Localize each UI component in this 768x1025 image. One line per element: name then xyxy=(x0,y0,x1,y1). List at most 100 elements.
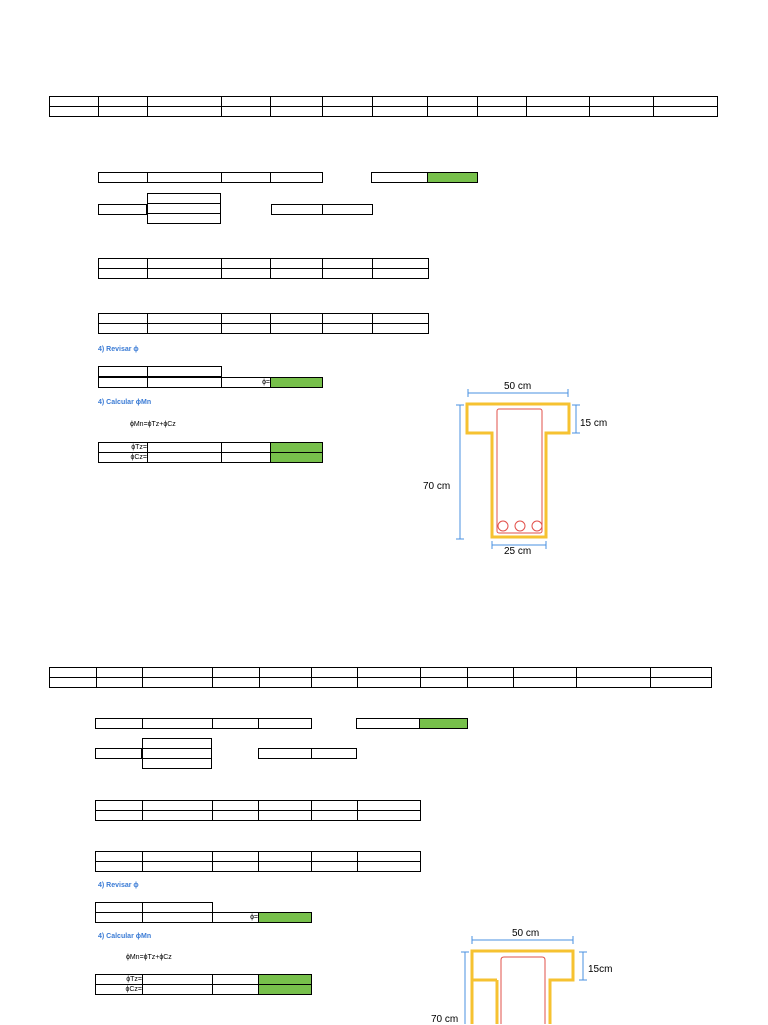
table-cell xyxy=(357,851,421,862)
total-height-label: 70 cm xyxy=(423,481,451,492)
table-row xyxy=(258,748,357,759)
table-cell xyxy=(212,800,259,811)
table-cell xyxy=(372,258,429,269)
table-cell xyxy=(311,667,358,678)
table-cell xyxy=(142,667,213,678)
table-row xyxy=(95,748,142,759)
table-cell xyxy=(322,313,373,324)
table-row xyxy=(142,758,212,769)
flange-width-label: 50 cm xyxy=(504,381,532,392)
table-cell xyxy=(221,258,271,269)
table-cell xyxy=(311,851,358,862)
phi-tz-result-cell xyxy=(270,442,323,453)
table-cell xyxy=(212,984,259,995)
table-row xyxy=(49,96,718,107)
table-cell xyxy=(95,851,143,862)
table-cell xyxy=(98,106,148,117)
table-cell xyxy=(322,258,373,269)
table-cell xyxy=(270,106,323,117)
table-cell xyxy=(576,677,651,688)
table-row xyxy=(356,718,468,729)
table-cell xyxy=(259,667,312,678)
table-row xyxy=(98,366,222,377)
table-cell xyxy=(653,96,718,107)
table-cell xyxy=(142,758,212,769)
table-row xyxy=(142,748,212,759)
table-row xyxy=(147,213,221,224)
s1-calc-table-b xyxy=(98,313,429,334)
table-cell xyxy=(98,377,148,388)
s2-result-table-a xyxy=(356,718,468,729)
table-cell xyxy=(372,106,428,117)
table-cell xyxy=(526,96,590,107)
table-cell xyxy=(221,268,271,279)
table-cell xyxy=(357,800,421,811)
table-cell xyxy=(270,313,323,324)
phi-tz-label: ɸTz= xyxy=(98,442,148,453)
table-row xyxy=(98,172,323,183)
s2-summary-table xyxy=(49,667,712,688)
table-cell xyxy=(147,452,222,463)
table-cell xyxy=(477,96,527,107)
table-cell xyxy=(420,667,468,678)
table-cell xyxy=(98,96,148,107)
table-cell xyxy=(259,677,312,688)
table-cell xyxy=(147,172,222,183)
table-cell xyxy=(372,313,429,324)
table-cell xyxy=(311,861,358,872)
table-cell xyxy=(49,96,99,107)
table-cell xyxy=(212,810,259,821)
table-row: ɸTz= xyxy=(98,442,323,453)
table-cell xyxy=(650,677,712,688)
table-cell xyxy=(98,172,148,183)
table-cell xyxy=(357,810,421,821)
s1-phi-table-top xyxy=(98,366,222,377)
table-cell xyxy=(311,800,358,811)
table-row xyxy=(147,193,221,204)
table-cell xyxy=(221,442,271,453)
table-cell xyxy=(142,974,213,985)
table-row xyxy=(98,204,147,215)
flange-thickness-label: 15cm xyxy=(588,964,613,975)
table-cell xyxy=(95,902,143,913)
table-cell xyxy=(49,677,97,688)
table-cell xyxy=(371,172,428,183)
result-cell xyxy=(427,172,478,183)
table-row xyxy=(271,204,373,215)
table-row xyxy=(98,313,429,324)
table-cell xyxy=(212,667,260,678)
table-cell xyxy=(258,800,312,811)
s1-phimn-table: ɸTz= ɸCz= xyxy=(98,442,323,463)
table-cell xyxy=(653,106,718,117)
table-cell xyxy=(589,96,654,107)
flange-thickness-label: 15 cm xyxy=(580,418,608,429)
table-cell xyxy=(212,851,259,862)
table-cell xyxy=(427,106,478,117)
table-cell xyxy=(311,810,358,821)
table-cell xyxy=(513,677,577,688)
phi-result-cell xyxy=(258,912,312,923)
table-cell xyxy=(322,96,373,107)
phi-cz-result-cell xyxy=(258,984,312,995)
table-cell xyxy=(98,258,148,269)
table-cell xyxy=(147,193,221,204)
s1-result-table-a xyxy=(371,172,478,183)
table-row xyxy=(98,268,429,279)
table-cell xyxy=(270,268,323,279)
table-cell xyxy=(98,313,148,324)
table-cell xyxy=(258,810,312,821)
table-row xyxy=(49,667,712,678)
table-cell xyxy=(576,667,651,678)
table-row: ɸCz= xyxy=(95,984,312,995)
table-cell xyxy=(142,861,213,872)
table-cell xyxy=(258,748,312,759)
table-cell xyxy=(271,204,323,215)
table-cell xyxy=(147,96,222,107)
table-cell xyxy=(98,204,147,215)
table-cell xyxy=(221,172,271,183)
table-cell xyxy=(147,377,222,388)
table-cell xyxy=(95,912,143,923)
table-cell xyxy=(322,323,373,334)
table-row xyxy=(142,738,212,749)
table-cell xyxy=(142,677,213,688)
